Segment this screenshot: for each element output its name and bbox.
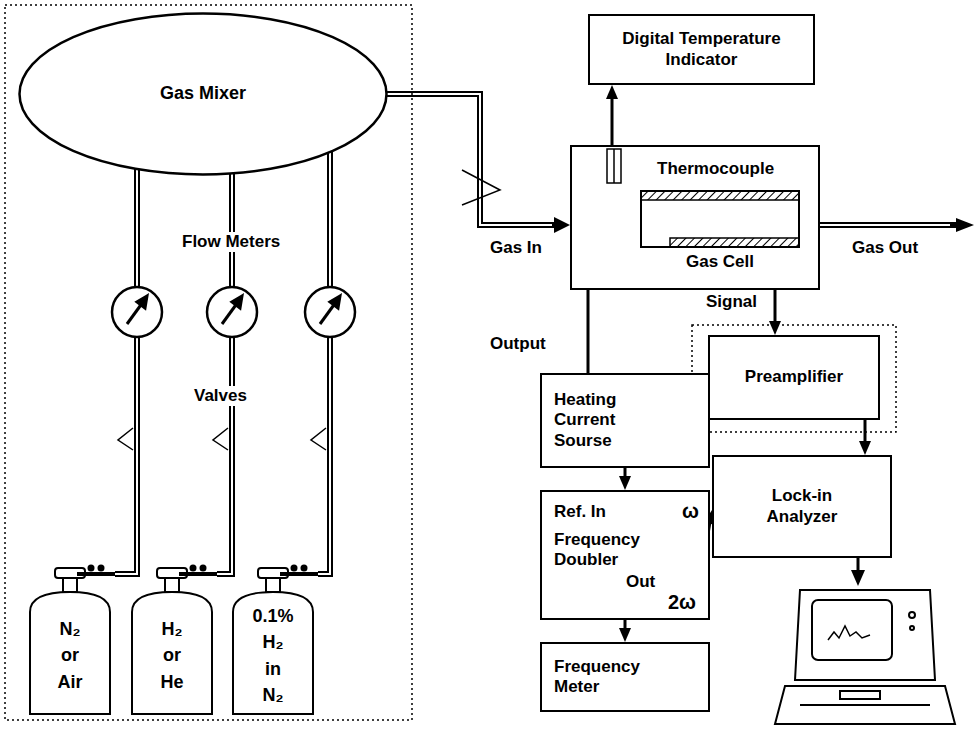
- temperature-indicator: Digital Temperature Indicator: [588, 14, 815, 85]
- node-text: ω: [682, 499, 699, 523]
- node-text: Digital Temperature Indicator: [598, 29, 805, 70]
- frequency-doubler: Ref. In ωFrequency DoublerOut 2ω: [540, 490, 710, 620]
- annotation-label: Gas Out: [850, 238, 920, 258]
- dotted-shield: [692, 325, 896, 432]
- node-text: 2ω: [668, 590, 696, 614]
- gas-line: [387, 94, 570, 233]
- lock-in-analyzer: Lock-in Analyzer: [712, 455, 892, 558]
- node-text: H₂ or He: [160, 616, 183, 694]
- signal-line: [606, 85, 618, 147]
- gas-cylinder: N₂ or Air: [25, 560, 115, 715]
- node-text: Ref. In: [554, 502, 606, 522]
- flow-meter: [112, 287, 355, 337]
- node-text: Preamplifier: [745, 367, 843, 387]
- gas-line: [115, 169, 137, 574]
- frequency-meter: Frequency Meter: [540, 642, 710, 712]
- gas-cell: Gas Cell: [640, 190, 800, 248]
- node-text: Out: [626, 572, 655, 592]
- gas-mixer: Gas Mixer: [18, 12, 388, 176]
- computer-icon: [775, 590, 955, 724]
- edge-label: Output: [488, 334, 548, 354]
- gas-line: [318, 152, 330, 574]
- dotted-enclosure: [5, 5, 412, 720]
- flow-meter-needle: [127, 296, 340, 324]
- preamplifier: Preamplifier: [708, 335, 880, 420]
- annotation-label: Valves: [192, 386, 249, 406]
- gas-cylinder: H₂ or He: [127, 560, 217, 715]
- edge-label: Signal: [704, 292, 759, 312]
- gas-cylinder: 0.1% H₂ in N₂: [228, 560, 318, 715]
- annotation-label: Flow Meters: [180, 232, 282, 252]
- node-text: Frequency Doubler: [554, 530, 649, 571]
- node-text: 0.1% H₂ in N₂: [252, 603, 293, 707]
- annotation-label: Gas In: [488, 238, 544, 258]
- node-text: Thermocouple: [657, 159, 774, 179]
- node-text: Frequency Meter: [554, 657, 654, 698]
- gas-out-pipe: [820, 218, 974, 232]
- cell-housing: ThermocoupleGas Cell: [570, 145, 820, 290]
- node-text: N₂ or Air: [58, 616, 83, 694]
- node-text: Gas Cell: [640, 252, 800, 272]
- gas-cell-outline: [640, 190, 800, 248]
- node-text: Lock-in Analyzer: [752, 486, 852, 527]
- current-source: Heating Current Sourse: [540, 373, 710, 468]
- valve-mark: [118, 170, 500, 450]
- node-text: Heating Current Sourse: [554, 390, 664, 451]
- node-text: Gas Mixer: [160, 83, 246, 105]
